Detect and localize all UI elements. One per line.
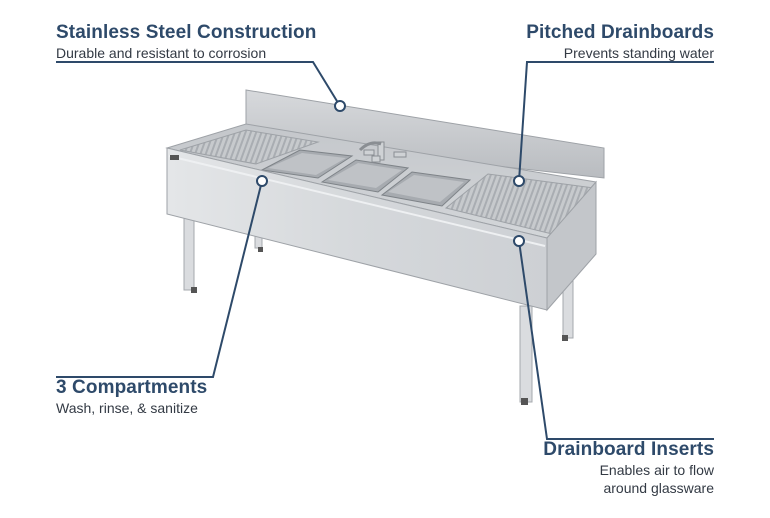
callout-stainless-desc: Durable and resistant to corrosion	[56, 45, 267, 61]
callout-drainboards-desc: Prevents standing water	[563, 45, 714, 61]
end-panel	[546, 180, 597, 312]
callout-dot-stainless	[334, 100, 346, 112]
callout-compartments-desc: Wash, rinse, & sanitize	[56, 400, 198, 416]
callout-lines	[56, 61, 714, 440]
faucet	[358, 141, 407, 163]
left-drainboard	[179, 129, 320, 165]
callout-dot-inserts	[513, 235, 525, 247]
callout-compartments-title: 3 Compartments	[56, 377, 208, 398]
callout-stainless: Stainless Steel Construction Durable and…	[56, 22, 316, 62]
callout-inserts: Drainboard Inserts Enables air to flow a…	[543, 439, 714, 497]
callout-inserts-title: Drainboard Inserts	[543, 439, 714, 460]
backsplash	[245, 89, 605, 179]
callout-drainboards-title: Pitched Drainboards	[526, 22, 714, 43]
callout-drainboards: Pitched Drainboards Prevents standing wa…	[526, 22, 714, 62]
callout-stainless-title: Stainless Steel Construction	[56, 22, 317, 43]
callout-inserts-desc-1: Enables air to flow	[599, 462, 714, 478]
callout-dot-compartments	[256, 175, 268, 187]
callout-inserts-desc-2: around glassware	[603, 480, 714, 496]
sink-bowls	[260, 149, 472, 207]
callout-dot-drainboards	[513, 175, 525, 187]
brand-plate-icon	[170, 155, 179, 160]
sink-legs	[183, 211, 574, 405]
callout-dots	[256, 100, 525, 247]
callout-compartments: 3 Compartments Wash, rinse, & sanitize	[56, 377, 207, 417]
